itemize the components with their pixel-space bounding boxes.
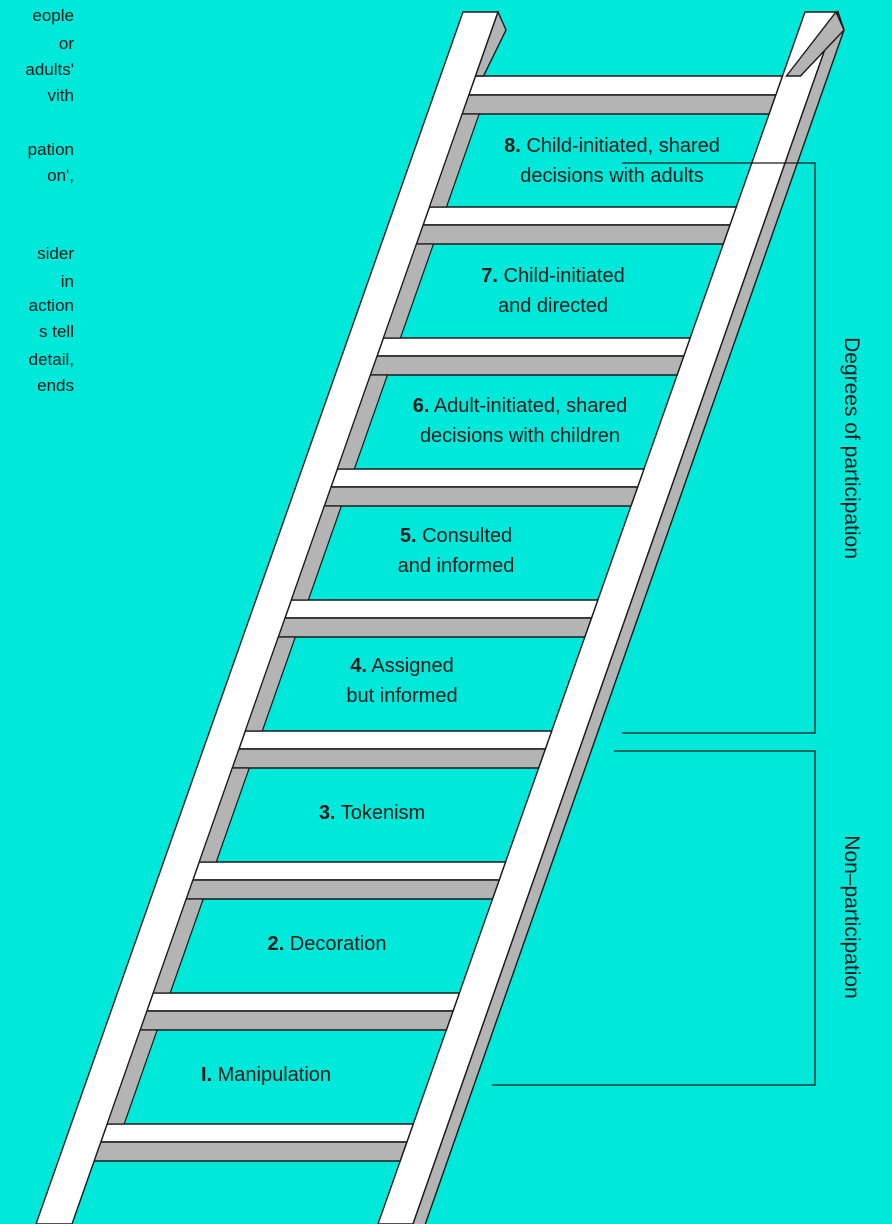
ladder-rung <box>99 1123 415 1143</box>
rung-label-line: 7. Child-initiated <box>481 265 624 287</box>
rung-label-line: decisions with children <box>420 425 620 447</box>
ladder-rung-shadow <box>230 748 547 769</box>
rung-text: and directed <box>498 295 608 317</box>
left-text-line: in <box>60 272 74 291</box>
left-text-line: pation <box>27 140 74 159</box>
ladder-left-top-shadow <box>474 10 507 77</box>
ladder-left-rail-inner-shadow <box>428 113 480 208</box>
rung-label-line: 5. Consulted <box>400 525 512 547</box>
rung-text: Tokenism <box>341 802 425 824</box>
left-text-line: sider <box>37 244 74 263</box>
ladder-rung <box>191 861 507 881</box>
left-text-fragment: eople or adults' vith pation on', sider in actio… <box>0 6 74 566</box>
left-text-line: ends <box>37 376 74 395</box>
left-text-line: detail, <box>28 350 74 369</box>
rung-labels: 8. Child-initiated, shared decisions with… <box>201 135 720 1086</box>
left-text-line: vith <box>47 86 74 105</box>
left-text-line: adults' <box>25 60 74 79</box>
left-text-line: eople <box>32 6 74 25</box>
ladder-rung <box>284 599 599 619</box>
degrees-of-participation-label: Degrees of participation <box>840 337 863 559</box>
left-text-line: action <box>28 296 74 315</box>
rung-text: Manipulation <box>218 1064 331 1086</box>
left-text-line: or <box>58 34 74 53</box>
rung-number: I. <box>201 1064 212 1086</box>
rung-label-line: decisions with adults <box>520 165 703 187</box>
rung-number: 3. <box>319 802 336 824</box>
ladder <box>35 9 845 1224</box>
ladder-rung <box>376 337 692 357</box>
non-participation-label: Non–participation <box>840 835 863 998</box>
ladder-left-rail-inner-shadow <box>244 636 297 732</box>
ladder-left-rail-inner-shadow <box>382 243 435 339</box>
rung-label-line: and informed <box>398 555 515 577</box>
ladder-rung-shadow <box>138 1010 455 1031</box>
ladder-right-rail <box>377 11 839 1224</box>
rung-number: 8. <box>504 135 521 157</box>
ladder-left-rail-inner-shadow <box>290 505 343 601</box>
ladder-rung-shadow <box>460 94 777 115</box>
rung-text: Child-initiated <box>504 265 625 287</box>
bracket-non-participation: Non–participation <box>492 750 863 1086</box>
ladder-rung-shadow <box>368 355 685 376</box>
ladder-rung <box>330 468 645 488</box>
rung-text: Adult-initiated, shared <box>434 395 627 417</box>
rung-text: Assigned <box>371 655 453 677</box>
rung-label-line: 4. Assigned <box>350 655 453 677</box>
rung-text: and informed <box>398 555 515 577</box>
rung-label-line: but informed <box>346 685 457 707</box>
rung-number: 2. <box>268 933 285 955</box>
rung-text: decisions with children <box>420 425 620 447</box>
ladder-rung-shadow <box>92 1141 408 1162</box>
rung-label-line: 8. Child-initiated, shared <box>504 135 720 157</box>
ladder-left-rail <box>35 11 499 1224</box>
ladder-left-rail-inner-shadow <box>106 1029 159 1125</box>
rung-number: 7. <box>481 265 498 287</box>
rung-label-line: and directed <box>498 295 608 317</box>
ladder-left-rail-inner-shadow <box>198 767 251 863</box>
rung-label-line: 3. Tokenism <box>319 802 425 824</box>
left-text-line: on', <box>47 166 74 185</box>
rung-number: 5. <box>400 525 417 547</box>
rung-label-line: I. Manipulation <box>201 1064 331 1086</box>
bracket-degrees-of-participation: Degrees of participation <box>622 162 863 734</box>
rung-text: Decoration <box>290 933 387 955</box>
ladder-left-rail-inner-shadow <box>336 374 389 470</box>
ladder-rung <box>467 75 784 96</box>
rung-text: but informed <box>346 685 457 707</box>
ladder-rung <box>422 206 738 226</box>
rung-text: Child-initiated, shared <box>526 135 719 157</box>
rung-text: decisions with adults <box>520 165 703 187</box>
left-text-line: s tell <box>39 322 74 341</box>
rung-label-line: 2. Decoration <box>268 933 387 955</box>
rung-text: Consulted <box>422 525 512 547</box>
rung-number: 4. <box>350 655 367 677</box>
ladder-rung <box>237 730 553 750</box>
rung-label-line: 6. Adult-initiated, shared <box>413 395 628 417</box>
ladder-left-rail-inner-shadow <box>152 898 205 994</box>
ladder-top-cap-shadow <box>785 10 845 77</box>
ladder-rung-shadow <box>414 224 731 245</box>
ladder-rung <box>145 992 461 1012</box>
ladder-rung-shadow <box>276 617 593 638</box>
rung-number: 6. <box>413 395 430 417</box>
ladder-rung-shadow <box>184 879 501 900</box>
ladder-rung-shadow <box>322 486 639 507</box>
